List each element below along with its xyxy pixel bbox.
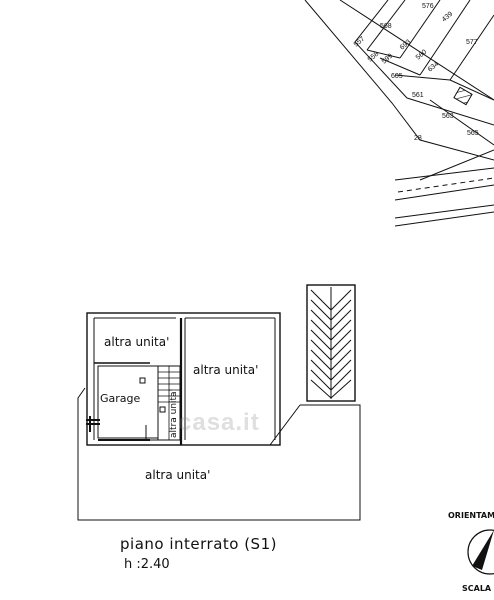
floor-title: piano interrato (S1) [120, 535, 277, 553]
watermark: casa.it [178, 409, 260, 436]
parcel-number: 565 [467, 130, 479, 137]
cadastral-map [304, 0, 494, 227]
parcel-number: 560 [415, 49, 429, 62]
parcel-number: 577 [466, 39, 478, 46]
parcel-number: 693 [399, 39, 413, 52]
orientation-label: ORIENTAM [448, 511, 494, 520]
parcel-number: 568 [380, 23, 392, 30]
parcel-number: 605 [391, 73, 403, 80]
compass-icon [467, 529, 494, 575]
parcel-number: 561 [412, 92, 424, 99]
parcel-number: 439 [441, 11, 455, 24]
parcel-number: 557 [353, 36, 367, 49]
room-label-garage: Garage [100, 392, 141, 405]
room-label-top-left: altra unita' [104, 335, 169, 349]
parcel-number: 576 [422, 3, 434, 10]
floor-height: h :2.40 [124, 557, 170, 572]
room-label-bottom: altra unita' [145, 468, 210, 482]
room-label-stair-side: altra unita' [169, 389, 179, 438]
ramp [306, 284, 356, 402]
room-label-right: altra unita' [193, 363, 258, 377]
parcel-number: 563 [442, 113, 454, 120]
parcel-number: 28 [414, 135, 422, 142]
floor-plan-walls [77, 312, 361, 521]
scale-label: SCALA [462, 584, 492, 593]
